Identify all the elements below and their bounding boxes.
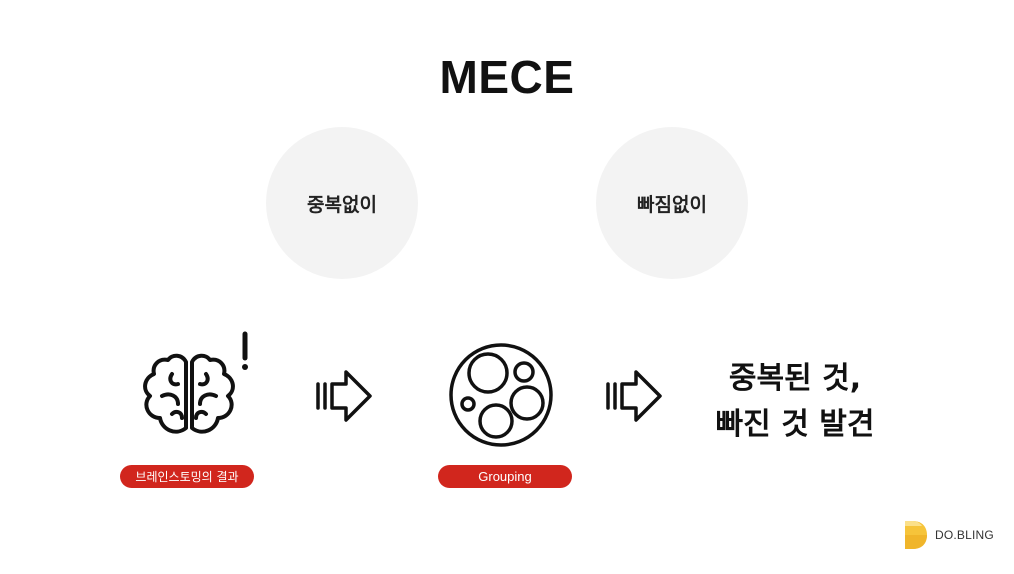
exclamation-icon <box>242 331 248 370</box>
grouping-label: Grouping <box>478 469 532 484</box>
result-line-1: 중복된 것, <box>728 361 862 396</box>
brainstorm-result-label: 브레인스토밍의 결과 <box>135 470 239 484</box>
page-title: MECE <box>439 51 575 103</box>
brain-icon <box>143 331 248 434</box>
principle-no-gap: 빠짐없이 <box>596 127 748 279</box>
double-arrow-right-icon <box>606 370 662 422</box>
double-arrow-right-icon <box>316 370 372 422</box>
result-line-2: 빠진 것 발견 <box>715 407 875 442</box>
grouping-circles-icon <box>449 343 553 447</box>
brand: DO.BLING <box>903 519 994 551</box>
principle-no-overlap: 중복없이 <box>266 127 418 279</box>
brainstorm-result-badge: 브레인스토밍의 결과 <box>120 465 254 488</box>
grouping-badge: Grouping <box>438 465 572 488</box>
result-text: 중복된 것, 빠진 것 발견 <box>690 356 900 448</box>
brand-name: DO.BLING <box>935 528 994 542</box>
principle-no-overlap-label: 중복없이 <box>307 193 377 216</box>
dobling-logo <box>905 521 927 549</box>
principle-no-gap-label: 빠짐없이 <box>637 193 707 216</box>
